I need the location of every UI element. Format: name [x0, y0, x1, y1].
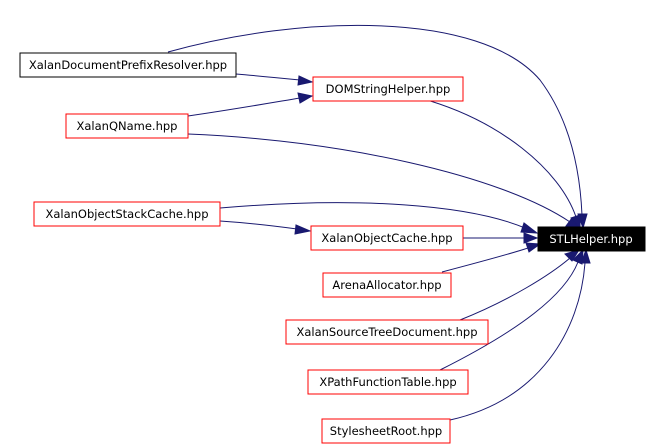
edge-xpathfunctiontable-to-stlhelper	[439, 261, 579, 371]
node-domstringhelper[interactable]: DOMStringHelper.hpp	[312, 76, 464, 102]
node-label: XalanObjectStackCache.hpp	[45, 207, 208, 221]
nodes: XalanDocumentPrefixResolver.hpp DOMStrin…	[19, 52, 646, 444]
node-stylesheetroot[interactable]: StylesheetRoot.hpp	[321, 418, 451, 444]
node-label: StylesheetRoot.hpp	[330, 424, 442, 438]
node-label: XalanDocumentPrefixResolver.hpp	[29, 58, 227, 72]
edge-xalandocumentprefixresolver-to-stlhelper	[167, 24, 583, 216]
edge-stylesheetroot-to-stlhelper	[449, 262, 586, 421]
node-xalanqname[interactable]: XalanQName.hpp	[65, 113, 189, 139]
arrowhead-icon	[525, 242, 542, 253]
node-label: XalanObjectCache.hpp	[321, 231, 452, 245]
node-xalanobjectcache[interactable]: XalanObjectCache.hpp	[310, 225, 464, 251]
arrowhead-icon	[294, 224, 312, 235]
arrowhead-icon	[572, 248, 584, 265]
edge-xalandocumentprefixresolver-to-domstringhelper	[235, 73, 301, 81]
edge-arenaallocator-to-stlhelper	[441, 247, 529, 273]
edge-xalanqname-to-stlhelper	[187, 133, 571, 223]
node-stlhelper-target[interactable]: STLHelper.hpp	[537, 226, 646, 252]
arrowhead-icon	[564, 249, 581, 262]
edge-xalanobjectstackcache-to-stlhelper	[219, 202, 526, 229]
node-xalandocumentprefixresolver[interactable]: XalanDocumentPrefixResolver.hpp	[19, 52, 237, 78]
arrowhead-icon	[570, 214, 581, 231]
node-xpathfunctiontable[interactable]: XPathFunctionTable.hpp	[307, 369, 469, 395]
node-xalansourcetreedocument[interactable]: XalanSourceTreeDocument.hpp	[285, 319, 489, 345]
edge-xalansourcetreedocument-to-stlhelper	[459, 257, 571, 321]
node-label: XalanQName.hpp	[77, 119, 178, 133]
node-label: XPathFunctionTable.hpp	[319, 375, 456, 389]
node-label: ArenaAllocator.hpp	[332, 278, 441, 292]
edges	[167, 24, 591, 421]
arrowhead-icon	[297, 75, 314, 86]
edge-xalanqname-to-domstringhelper	[187, 97, 301, 117]
edge-xalanobjectstackcache-to-xalanobjectcache	[219, 220, 298, 230]
arrowhead-icon	[520, 222, 539, 234]
node-label: DOMStringHelper.hpp	[326, 82, 451, 96]
edge-domstringhelper-to-stlhelper	[419, 97, 577, 218]
arrowhead-icon	[297, 92, 314, 104]
node-arenaallocator[interactable]: ArenaAllocator.hpp	[322, 272, 452, 298]
node-label: XalanSourceTreeDocument.hpp	[296, 325, 477, 339]
arrowhead-icon	[580, 248, 591, 264]
arrowhead-icon	[523, 232, 539, 244]
node-xalanobjectstackcache[interactable]: XalanObjectStackCache.hpp	[33, 201, 221, 227]
node-label: STLHelper.hpp	[549, 232, 632, 246]
